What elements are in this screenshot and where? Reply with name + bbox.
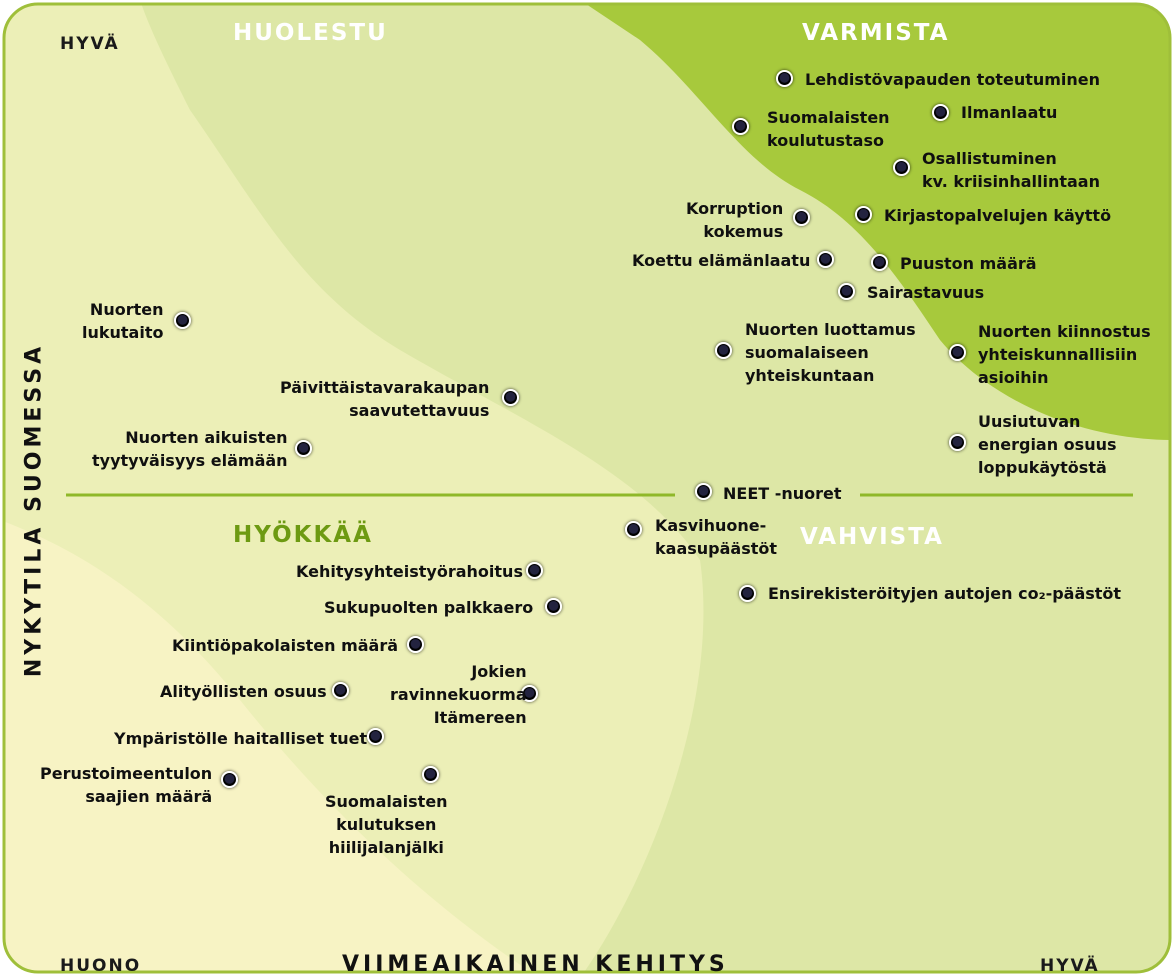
- indicator-label: Suomalaisten koulutustaso: [767, 108, 890, 150]
- indicator-label: Kiintiöpakolaisten määrä: [172, 636, 399, 655]
- indicator-dot: [174, 312, 191, 329]
- indicator-dot: [838, 283, 855, 300]
- indicator-dot: [871, 254, 888, 271]
- x-axis-title: VIIMEAIKAINEN KEHITYS: [342, 952, 729, 977]
- indicator-label: Ensirekisteröityjen autojen co₂-päästöt: [768, 584, 1122, 603]
- indicator-label: Ilmanlaatu: [961, 103, 1058, 122]
- indicator-dot: [367, 728, 384, 745]
- indicator-dot: [545, 598, 562, 615]
- indicator-dot: [295, 440, 312, 457]
- indicator-label: Sairastavuus: [867, 283, 985, 302]
- indicator-label: Puuston määrä: [900, 254, 1037, 273]
- zone-strong: [580, 4, 1170, 440]
- y-axis-high-label: HYVÄ: [60, 34, 120, 54]
- indicator-dot: [776, 70, 793, 87]
- indicator-dot: [793, 209, 810, 226]
- indicator-dot: [739, 585, 756, 602]
- indicator-label: NEET -nuoret: [723, 484, 842, 503]
- indicator-label: Nuorten lukutaito: [82, 300, 164, 342]
- indicator-label: Alityöllisten osuus: [160, 682, 327, 701]
- indicator-dot: [715, 342, 732, 359]
- indicator-dot: [817, 251, 834, 268]
- indicator-dot: [625, 521, 642, 538]
- indicator-dot: [407, 636, 424, 653]
- y-axis-title: NYKYTILA SUOMESSA: [21, 342, 47, 678]
- indicator-label: Nuorten aikuisten tyytyväisyys elämään: [92, 428, 288, 470]
- indicator-dot: [332, 682, 349, 699]
- quadrant-huolestu: HUOLESTU: [233, 20, 388, 46]
- indicator-dot: [932, 104, 949, 121]
- x-axis-low-label: HUONO: [60, 956, 142, 976]
- indicator-label: Osallistuminen kv. kriisinhallintaan: [922, 149, 1100, 191]
- indicator-label: Nuorten kiinnostus yhteiskunnallisiin as…: [978, 322, 1151, 387]
- indicator-label: Lehdistövapauden toteutuminen: [805, 70, 1101, 89]
- indicator-dot: [502, 389, 519, 406]
- indicator-label: Korruption kokemus: [686, 199, 784, 241]
- indicator-label: Perustoimeentulon saajien määrä: [40, 764, 213, 806]
- indicator-dot: [893, 159, 910, 176]
- indicator-label: Uusiutuvan energian osuus loppukäytöstä: [978, 412, 1117, 477]
- quadrant-hyokkaa: HYÖKKÄÄ: [233, 522, 373, 548]
- indicator-dot: [695, 483, 712, 500]
- indicator-dot: [521, 685, 538, 702]
- indicator-dot: [949, 344, 966, 361]
- indicator-label: Jokien ravinnekuorma Itämereen: [390, 662, 527, 727]
- indicator-label: Koettu elämänlaatu: [632, 251, 811, 270]
- indicator-label: Nuorten luottamus suomalaiseen yhteiskun…: [745, 320, 916, 385]
- indicator-dot: [526, 562, 543, 579]
- x-axis-high-label: HYVÄ: [1040, 956, 1100, 976]
- indicator-label: Suomalaisten kulutuksen hiilijalanjälki: [325, 792, 448, 857]
- quadrant-varmista: VARMISTA: [802, 20, 950, 46]
- indicator-dot: [221, 771, 238, 788]
- indicator-dot: [732, 118, 749, 135]
- indicator-label: Ympäristölle haitalliset tuet: [114, 729, 368, 748]
- indicator-label: Päivittäistavarakaupan saavutettavuus: [280, 378, 490, 420]
- indicator-dot: [422, 766, 439, 783]
- indicator-label: Kasvihuone- kaasupäästöt: [655, 516, 778, 558]
- indicator-dot: [949, 434, 966, 451]
- indicator-dot: [855, 206, 872, 223]
- indicator-label: Kehitysyhteistyörahoitus: [296, 562, 523, 581]
- indicator-label: Kirjastopalvelujen käyttö: [884, 206, 1112, 225]
- indicator-label: Sukupuolten palkkaero: [324, 598, 534, 617]
- quadrant-vahvista: VAHVISTA: [800, 524, 944, 550]
